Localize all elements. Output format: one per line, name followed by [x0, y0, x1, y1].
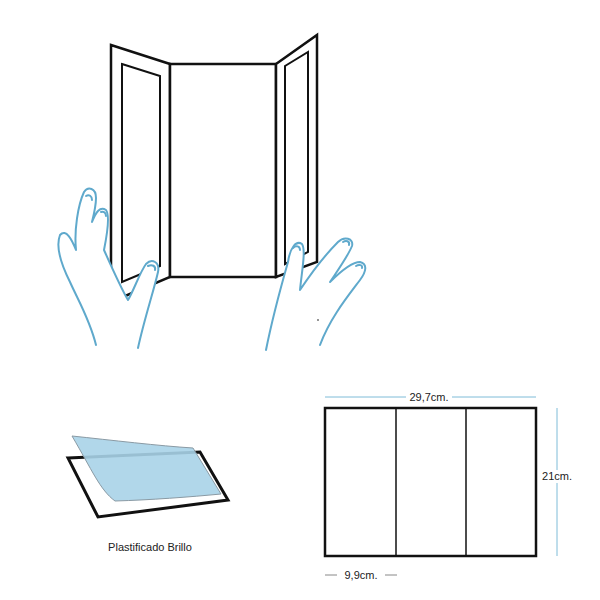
left-panel: [111, 45, 170, 302]
laminate-icon: [68, 436, 228, 517]
fingernail: [101, 212, 106, 216]
left-hand: [58, 189, 158, 348]
caption-label: Plastificado Brillo: [105, 541, 195, 554]
dimension-label: 21cm.: [539, 470, 575, 483]
dimension-dash: [325, 575, 337, 576]
center-panel: [170, 64, 276, 277]
dot: [317, 319, 319, 321]
trifold-illustration: [111, 35, 317, 302]
fingernail: [148, 265, 155, 270]
fingernail: [356, 265, 362, 268]
right-panel-inner: [285, 52, 308, 264]
fold-line: [395, 408, 397, 556]
hands: [58, 189, 365, 350]
laminate-sheet: [72, 436, 221, 501]
dimension-drawing: [325, 397, 557, 575]
left-panel-inner: [122, 64, 160, 282]
right-panel: [276, 35, 317, 277]
sheet-outline: [325, 408, 536, 556]
fingernail: [293, 246, 300, 250]
fold-line: [465, 408, 467, 556]
dimension-label: 29,7cm.: [406, 391, 451, 404]
fingernail: [343, 241, 349, 245]
right-hand: [266, 239, 365, 350]
dimension-dash: [385, 575, 397, 576]
dimension-label: 9,9cm.: [341, 569, 380, 582]
fingernail: [86, 195, 92, 200]
